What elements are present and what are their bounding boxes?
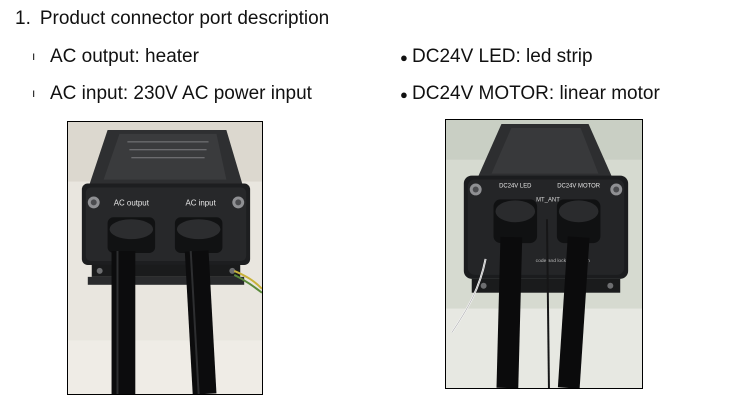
section-title: Product connector port description (39, 8, 330, 29)
bullet-text: DC24V MOTOR: linear motor (412, 83, 660, 104)
bullet-item-ac-output: ı AC output: heater (32, 46, 199, 68)
bullet-marker: ı (32, 86, 36, 100)
bullet-item-dc24v-motor: ● DC24V MOTOR: linear motor (400, 83, 660, 105)
bullet-item-ac-input: ı AC input: 230V AC power input (32, 83, 312, 105)
photo-ac-connectors: AC output AC input (67, 121, 263, 395)
bullet-text: DC24V LED: led strip (412, 46, 593, 67)
dc24v-led-port-label: DC24V LED (499, 183, 531, 189)
section-heading: 1. Product connector port description (15, 8, 329, 30)
bullet-text: AC input: 230V AC power input (50, 83, 312, 104)
bullet-marker: ● (400, 87, 408, 102)
section-number: 1. (15, 8, 31, 29)
photo-dc-connectors: DC24V LED DC24V MOTOR MT_ANT code and lo… (445, 119, 643, 389)
bullet-marker: ı (32, 49, 36, 63)
dc-connector-illustration: DC24V LED DC24V MOTOR MT_ANT code and lo… (446, 120, 642, 388)
bullet-item-dc24v-led: ● DC24V LED: led strip (400, 46, 593, 68)
ac-connector-illustration: AC output AC input (68, 122, 262, 394)
bullet-marker: ● (400, 50, 408, 65)
ac-input-port-label: AC input (185, 198, 216, 207)
mt-ant-label: MT_ANT (536, 197, 560, 203)
bullet-text: AC output: heater (50, 46, 199, 67)
dc24v-motor-port-label: DC24V MOTOR (557, 183, 600, 189)
ac-output-port-label: AC output (114, 198, 150, 207)
instruction-footer-label: code and lock instruction (536, 258, 591, 264)
